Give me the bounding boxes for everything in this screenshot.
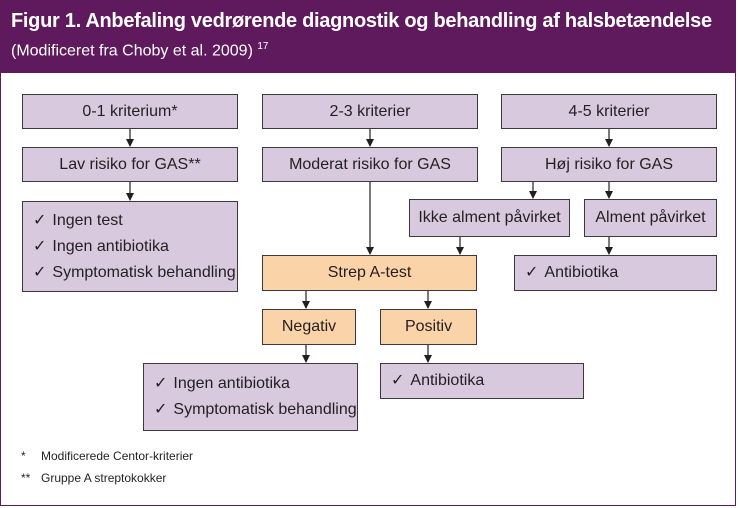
check-icon: ✓ <box>154 375 168 392</box>
not-affected-box: Ikke alment påvirket <box>409 199 570 237</box>
risk-low-label: Lav risiko for GAS** <box>59 155 201 173</box>
list-item: ✓ Ingen test <box>33 208 123 234</box>
low-risk-recommendations: ✓ Ingen test ✓ Ingen antibiotika ✓ Symptoma… <box>22 201 238 292</box>
list-item-text: Antibiotika <box>410 372 485 389</box>
list-item-text: Symptomatisk behandling <box>173 401 357 418</box>
affected-box: Alment påvirket <box>584 199 717 237</box>
criteria-mid-label: 2-3 kriterier <box>329 102 411 120</box>
criteria-high-box: 4-5 kriterier <box>501 94 717 129</box>
affected-label: Alment påvirket <box>595 209 706 226</box>
list-item: ✓ Antibiotika <box>391 368 484 394</box>
risk-high-label: Høj risiko for GAS <box>544 155 673 173</box>
footnote-text: Modificerede Centor-kriterier <box>41 449 194 463</box>
risk-mid-box: Moderat risiko for GAS <box>262 147 478 182</box>
risk-mid-label: Moderat risiko for GAS <box>289 155 451 173</box>
list-item: ✓ Symptomatisk behandling <box>33 260 236 286</box>
list-item: ✓ Symptomatisk behandling <box>154 397 357 423</box>
footnote: ** Gruppe A streptokokker <box>21 467 193 489</box>
criteria-high-label: 4-5 kriterier <box>568 102 650 120</box>
negative-recommendations: ✓ Ingen antibiotika ✓ Symptomatisk behandl… <box>143 363 358 431</box>
check-icon: ✓ <box>154 401 168 418</box>
not-affected-label: Ikke alment påvirket <box>418 209 561 226</box>
check-icon: ✓ <box>33 211 47 229</box>
affected-recommendations: ✓ Antibiotika <box>514 255 717 291</box>
strep-test-label: Strep A-test <box>327 264 412 281</box>
criteria-low-label: 0-1 kriterium* <box>82 102 178 120</box>
check-icon: ✓ <box>33 237 47 255</box>
list-item-text: Ingen antibiotika <box>173 375 290 392</box>
check-icon: ✓ <box>525 264 539 281</box>
negative-label: Negativ <box>281 318 337 335</box>
positive-recommendations: ✓ Antibiotika <box>380 363 584 399</box>
list-item: ✓ Ingen antibiotika <box>33 234 169 260</box>
footnotes: * Modificerede Centor-kriterier ** Gruppe … <box>21 445 193 489</box>
list-item: ✓ Antibiotika <box>525 260 618 286</box>
footnote-mark: * <box>21 449 26 463</box>
positive-box: Positiv <box>380 309 477 345</box>
positive-label: Positiv <box>404 318 453 335</box>
negative-box: Negativ <box>262 309 356 345</box>
footnote: * Modificerede Centor-kriterier <box>21 445 193 467</box>
figure-header: Figur 1. Anbefaling vedrørende diagnosti… <box>1 1 735 73</box>
list-item-text: Antibiotika <box>544 264 619 281</box>
list-item-text: Symptomatisk behandling <box>52 263 236 281</box>
reference-number: 17 <box>257 41 269 52</box>
list-item-text: Ingen test <box>52 211 123 229</box>
footnote-text: Gruppe A streptokokker <box>41 471 167 485</box>
list-item-text: Ingen antibiotika <box>52 237 169 255</box>
check-icon: ✓ <box>33 263 47 281</box>
risk-low-box: Lav risiko for GAS** <box>22 147 238 182</box>
risk-high-box: Høj risiko for GAS <box>501 147 717 182</box>
source-citation: (Modificeret fra Choby et al. 2009) <box>11 42 253 60</box>
criteria-low-box: 0-1 kriterium* <box>22 94 238 129</box>
list-item: ✓ Ingen antibiotika <box>154 371 290 397</box>
check-icon: ✓ <box>391 372 405 389</box>
figure-subtitle: (Modificeret fra Choby et al. 2009) 17 <box>11 41 268 60</box>
strep-test-box: Strep A-test <box>262 255 477 291</box>
figure-title: Figur 1. Anbefaling vedrørende diagnosti… <box>11 10 712 32</box>
footnote-mark: ** <box>21 471 31 485</box>
criteria-mid-box: 2-3 kriterier <box>262 94 478 129</box>
